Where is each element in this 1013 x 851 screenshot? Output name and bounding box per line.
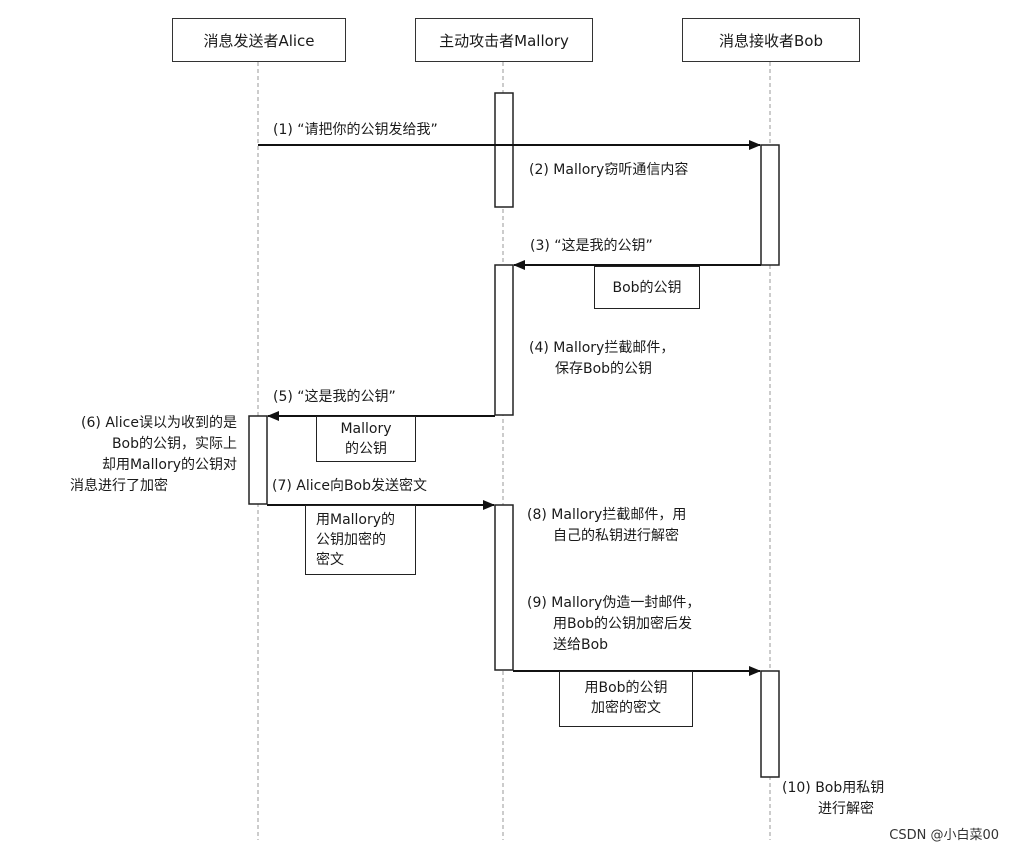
message-6-label: (6) Alice误以为收到的是 Bob的公钥，实际上 却用Mallory的公钥… <box>46 413 237 497</box>
message-8-line-1: (8) Mallory拦截邮件，用 <box>527 507 687 523</box>
note-n4-line-2: 加密的密文 <box>591 700 661 716</box>
message-8-line-2: 自己的私钥进行解密 <box>553 528 679 544</box>
message-9-label: (9) Mallory伪造一封邮件， 用Bob的公钥加密后发 送给Bob <box>527 593 700 656</box>
message-6-line-3: 却用Mallory的公钥对 <box>101 457 237 473</box>
message-3-label: (3) “这是我的公钥” <box>530 238 653 254</box>
bob-activation-1 <box>760 144 780 266</box>
note-bob-public-key-line-1: Bob的公钥 <box>612 280 682 296</box>
alice-activation <box>248 415 268 505</box>
message-10-line-1: (10) Bob用私钥 <box>782 780 885 796</box>
message-5-label: (5) “这是我的公钥” <box>273 389 396 405</box>
message-4-line-1: (4) Mallory拦截邮件， <box>529 340 675 356</box>
message-7-label: (7) Alice向Bob发送密文 <box>272 478 428 494</box>
message-6-line-1: (6) Alice误以为收到的是 <box>81 415 237 431</box>
note-n3-line-1: 用Mallory的 <box>316 512 396 528</box>
message-6-line-4: 消息进行了加密 <box>70 478 168 494</box>
message-1-label: (1) “请把你的公钥发给我” <box>273 122 438 138</box>
message-4-line-2: 保存Bob的公钥 <box>555 361 653 377</box>
actor-mallory: 主动攻击者Mallory <box>415 18 593 62</box>
note-mallory-public-key: Mallory 的公钥 <box>316 416 416 462</box>
note-mallory-public-key-line-2: 的公钥 <box>345 441 387 457</box>
message-6-line-2: Bob的公钥，实际上 <box>111 436 237 452</box>
note-n3-line-2: 公钥加密的 <box>316 532 386 548</box>
bob-activation-2 <box>760 670 780 778</box>
message-4-label: (4) Mallory拦截邮件， 保存Bob的公钥 <box>529 338 674 380</box>
message-10-label: (10) Bob用私钥 进行解密 <box>782 778 884 820</box>
message-9-line-2: 用Bob的公钥加密后发 <box>553 616 693 632</box>
message-10-line-2: 进行解密 <box>818 801 874 817</box>
note-n3-line-3: 密文 <box>316 552 344 568</box>
watermark: CSDN @小白菜00 <box>889 828 999 843</box>
mallory-activation-2 <box>494 264 514 416</box>
mallory-activation-1 <box>494 92 514 208</box>
note-bob-public-key: Bob的公钥 <box>594 266 700 309</box>
message-8-label: (8) Mallory拦截邮件，用 自己的私钥进行解密 <box>527 505 686 547</box>
actor-alice: 消息发送者Alice <box>172 18 346 62</box>
message-9-line-3: 送给Bob <box>553 637 609 653</box>
note-n4-line-1: 用Bob的公钥 <box>584 680 668 696</box>
message-2-label: (2) Mallory窃听通信内容 <box>529 162 689 178</box>
note-bob-encrypted-ciphertext: 用Bob的公钥 加密的密文 <box>559 671 693 727</box>
message-9-line-1: (9) Mallory伪造一封邮件， <box>527 595 701 611</box>
note-mallory-public-key-line-1: Mallory <box>340 421 392 437</box>
note-mallory-encrypted-ciphertext: 用Mallory的 公钥加密的 密文 <box>305 505 416 575</box>
mallory-activation-3 <box>494 504 514 671</box>
actor-bob: 消息接收者Bob <box>682 18 860 62</box>
